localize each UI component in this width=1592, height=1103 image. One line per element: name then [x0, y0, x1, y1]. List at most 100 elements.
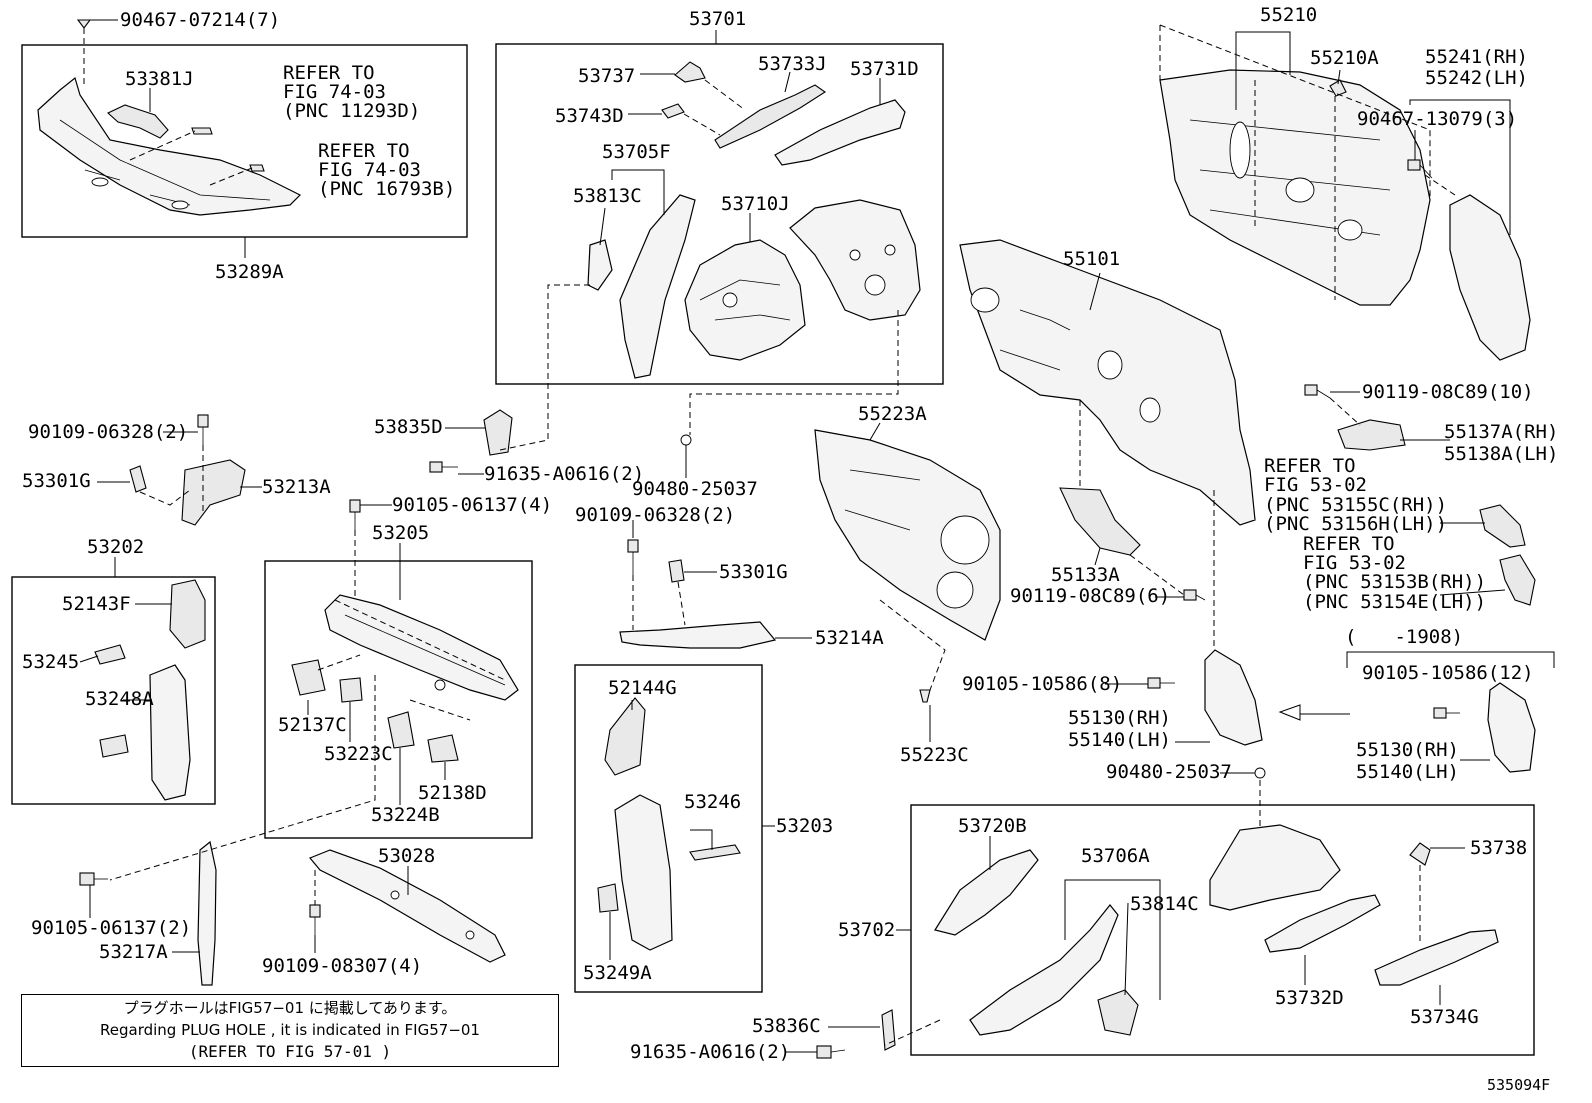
label-90467-07214: 90467-07214(7): [120, 9, 280, 31]
label-53217a: 53217A: [99, 941, 168, 963]
label-53202: 53202: [87, 536, 144, 558]
label-fig-53-02-d: FIG 53-02: [1303, 552, 1406, 574]
label-53246: 53246: [684, 791, 741, 813]
label-55223a: 55223A: [858, 403, 927, 425]
part-53203-frame: [614, 794, 673, 951]
part-52138d: [427, 734, 459, 763]
part-53836c: [881, 1009, 896, 1051]
part-53246: [689, 844, 741, 861]
label-53028: 53028: [378, 845, 435, 867]
part-55133a: [1059, 487, 1141, 556]
label-pnc-53153b: (PNC 53153B(RH)): [1303, 571, 1486, 593]
label-90109-06328-mid: 90109-06328(2): [575, 504, 735, 526]
label-pnc-11293d: (PNC 11293D): [283, 100, 420, 122]
part-52144g: [604, 697, 646, 776]
part-53028-crossmember: [309, 849, 506, 963]
label-53203: 53203: [776, 815, 833, 837]
part-53702-tower: [1209, 824, 1341, 911]
label-53731d: 53731D: [850, 58, 919, 80]
part-53738: [1409, 842, 1431, 866]
part-53813c: [587, 239, 613, 291]
label-53738: 53738: [1470, 837, 1527, 859]
group-bracket-1908: [1346, 651, 1555, 668]
part-53224b: [387, 711, 415, 749]
label-53720b: 53720B: [958, 815, 1027, 837]
label-refer-to-c: REFER TO: [1264, 455, 1356, 477]
plug-hole-footnote: プラグホールはFIG57−01 に掲載してあります。 Regarding PLU…: [21, 994, 559, 1067]
label-53737: 53737: [578, 65, 635, 87]
label-90109-06328-left: 90109-06328(2): [28, 421, 188, 443]
group-box-53701: [495, 43, 944, 385]
part-53814c: [1097, 989, 1139, 1036]
label-55133a: 55133A: [1051, 564, 1120, 586]
label-55223c: 55223C: [900, 744, 969, 766]
label-52143f: 52143F: [62, 593, 131, 615]
label-53381j: 53381J: [125, 68, 194, 90]
label-53301g-left: 53301G: [22, 470, 91, 492]
label-90105-06137-2: 90105-06137(2): [31, 917, 191, 939]
label-55210: 55210: [1260, 4, 1317, 26]
part-53248a-bracket: [99, 734, 129, 758]
label-53814c: 53814C: [1130, 893, 1199, 915]
footnote-line-refer: (REFER TO FIG 57-01 ): [188, 1042, 392, 1061]
assembly-dashed-lines: [83, 24, 1456, 1046]
label-90467-13079: 90467-13079(3): [1357, 108, 1517, 130]
label-pnc-53154e: (PNC 53154E(LH)): [1303, 591, 1486, 613]
label-53732d: 53732D: [1275, 987, 1344, 1009]
part-53213a: [181, 459, 246, 526]
label-53705f: 53705F: [602, 141, 671, 163]
part-55137a-55138a: [1337, 419, 1406, 451]
label-90105-06137-4: 90105-06137(4): [392, 494, 552, 516]
label-pnc-53155c: (PNC 53155C(RH)): [1264, 494, 1447, 516]
part-52137c: [291, 659, 326, 696]
part-16793b-ref: [249, 164, 265, 172]
label-53223c: 53223C: [324, 743, 393, 765]
label-53702: 53702: [838, 919, 895, 941]
label-55210a: 55210A: [1310, 47, 1379, 69]
clip-55210a: [1329, 79, 1347, 97]
label-53205: 53205: [372, 522, 429, 544]
group-box-53205: [264, 560, 533, 839]
label-55130-rh-a: 55130(RH): [1068, 707, 1171, 729]
label-53710j: 53710J: [721, 193, 790, 215]
part-53732d: [1264, 894, 1381, 953]
label-90105-10586-12: 90105-10586(12): [1362, 662, 1534, 684]
part-53710j-apron: [684, 239, 806, 361]
label-53301g-mid: 53301G: [719, 561, 788, 583]
label-53224b: 53224B: [371, 804, 440, 826]
part-52143f: [169, 579, 206, 649]
label-53836c: 53836C: [752, 1015, 821, 1037]
label-fig-74-03-a: FIG 74-03: [283, 81, 386, 103]
part-53248a: [149, 664, 191, 801]
label-52144g: 52144G: [608, 677, 677, 699]
label-refer-to-b: REFER TO: [318, 140, 410, 162]
label-55140-lh-a: 55140(LH): [1068, 729, 1171, 751]
label-52137c: 52137C: [278, 714, 347, 736]
leader-lines: [79, 19, 1511, 1053]
label-90480-25037-mid: 90480-25037: [632, 478, 758, 500]
label-55101: 55101: [1063, 248, 1120, 270]
label-52138d: 52138D: [418, 782, 487, 804]
part-53737: [674, 61, 706, 83]
part-53214a: [619, 621, 777, 649]
footnote-line-japanese: プラグホールはFIG57−01 に掲載してあります。: [123, 999, 457, 1017]
label-90105-10586-8: 90105-10586(8): [962, 673, 1122, 695]
label-53835d: 53835D: [374, 416, 443, 438]
part-55241-55242: [1449, 194, 1531, 361]
label-53214a: 53214A: [815, 627, 884, 649]
label-91635-a0616-top: 91635-A0616(2): [484, 463, 644, 485]
part-53155c-ref: [1479, 504, 1526, 548]
part-53289a-cover: [37, 76, 302, 216]
group-box-53203: [574, 664, 763, 993]
label-55140-lh-b: 55140(LH): [1356, 761, 1459, 783]
footnote-line-english: Regarding PLUG HOLE , it is indicated in…: [100, 1021, 480, 1039]
part-53153b-ref: [1499, 554, 1536, 606]
part-53217a: [197, 840, 217, 986]
part-53710j-tower: [789, 199, 921, 321]
label-53245: 53245: [22, 651, 79, 673]
label-53249a: 53249A: [583, 962, 652, 984]
label-53706a: 53706A: [1081, 845, 1150, 867]
part-53301g-left: [129, 465, 147, 493]
label-55138a-lh: 55138A(LH): [1444, 443, 1558, 465]
part-55101-dash-panel: [959, 239, 1256, 526]
